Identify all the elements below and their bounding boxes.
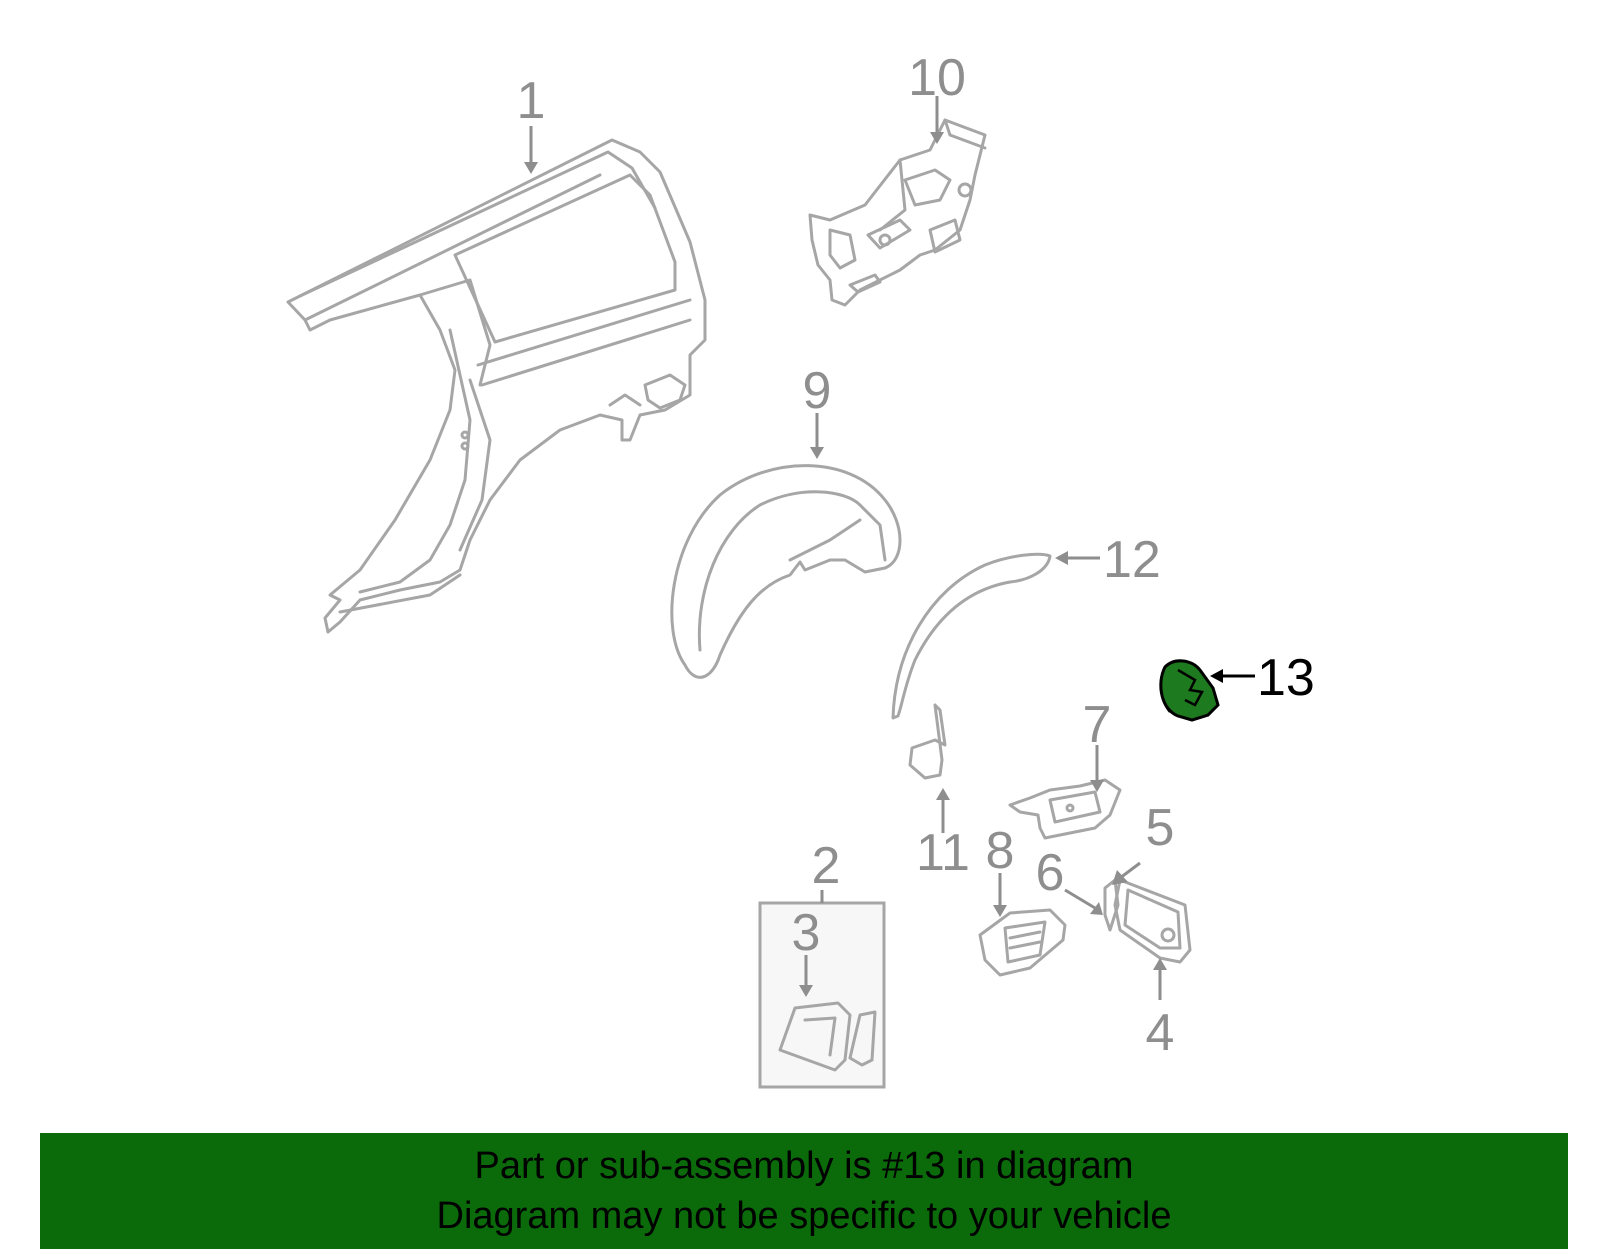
callout-4: 4 [1146, 1004, 1175, 1062]
callout-11: 11 [916, 824, 970, 882]
callout-6: 6 [1036, 844, 1065, 902]
callout-3: 3 [792, 904, 821, 962]
callout-13: 13 [1257, 649, 1315, 707]
part-13-highlighted-fastener[interactable] [1159, 659, 1220, 722]
callout-7: 7 [1083, 696, 1112, 754]
part-1-quarter-panel[interactable] [286, 138, 707, 634]
info-banner: Part or sub-assembly is #13 in diagram D… [40, 1133, 1568, 1249]
callout-12: 12 [1103, 531, 1161, 589]
callout-8: 8 [986, 822, 1015, 880]
callout-5: 5 [1146, 799, 1175, 857]
callout-1: 1 [517, 72, 546, 130]
callout-9: 9 [803, 362, 832, 420]
part-10-inner-bracket[interactable] [808, 118, 987, 307]
callout-10: 10 [908, 49, 966, 107]
part-11-clip[interactable] [908, 703, 947, 780]
callout-2: 2 [812, 837, 841, 895]
banner-line-2: Diagram may not be specific to your vehi… [436, 1195, 1172, 1237]
leader-lines [524, 96, 1255, 1000]
part-4-fuel-door[interactable] [1113, 878, 1192, 964]
part-7-hinge[interactable] [1008, 778, 1122, 840]
banner-line-1: Part or sub-assembly is #13 in diagram [474, 1145, 1134, 1187]
part-2-kit-box[interactable] [758, 901, 886, 1089]
part-9-wheelhouse-liner[interactable] [670, 464, 902, 679]
part-12-arch-moulding[interactable] [891, 552, 1052, 720]
part-8-housing[interactable] [978, 908, 1067, 977]
